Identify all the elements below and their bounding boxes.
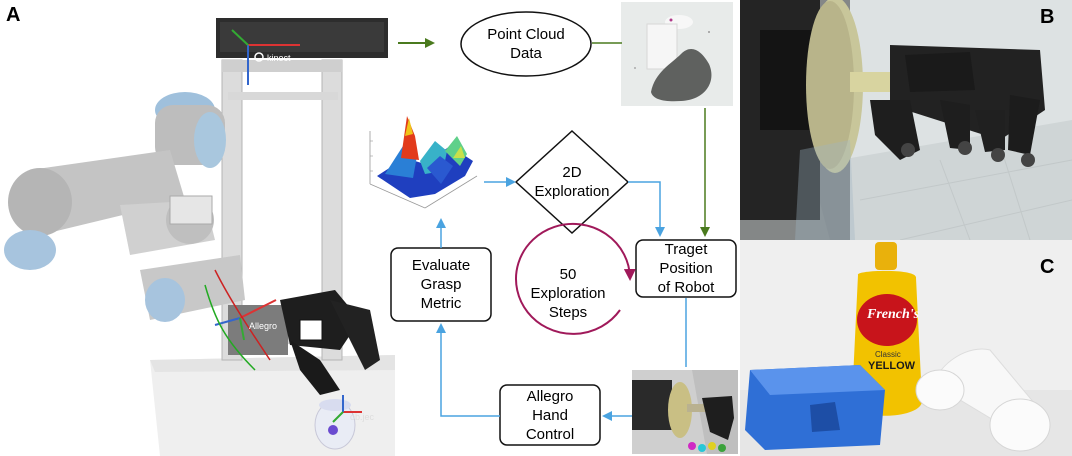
allegro-label: Allegro [249,321,278,331]
exploration-2d-line2: Exploration [534,183,610,200]
target-line3: of Robot [657,279,715,296]
mustard-line2-text: YELLOW [868,360,916,372]
hand-render-illustration [740,0,1072,240]
evaluate-line1: Evaluate [411,257,471,274]
target-line1: Traget [664,241,708,258]
panel-c-objects: French's Classic YELLOW [740,240,1072,456]
exploration-2d-label: 2D Exploration [516,163,628,201]
allegro-control-line2: Hand [532,407,568,424]
grasp-metric-surface-plot [365,106,483,216]
allegro-control-line1: Allegro [526,388,574,405]
objects-illustration [740,240,1072,456]
point-cloud-line2: Data [510,45,542,62]
evaluate-line3: Metric [420,295,462,312]
allegro-sim-image [632,370,738,454]
point-cloud-line1: Point Cloud [487,26,565,43]
exploration-steps-label: 50 Exploration Steps [518,265,618,322]
allegro-control-line3: Control [525,426,575,443]
steps-line3: Steps [548,304,588,321]
robot-arm-illustration [4,18,395,456]
point-cloud-render [621,2,733,106]
evaluate-metric-label: Evaluate Grasp Metric [391,256,491,313]
surface-plot-render [369,116,478,209]
kinect-label: kinect [267,53,291,63]
panel-letter-b: B [1040,6,1055,28]
allegro-control-label: Allegro Hand Control [500,387,600,444]
point-cloud-label: Point Cloud Data [461,25,591,63]
point-cloud-image [621,2,733,106]
mustard-brand-text: French's [867,307,920,322]
target-line2: Position [659,260,713,277]
target-position-label: Traget Position of Robot [636,240,736,297]
allegro-sim-render [632,370,738,454]
steps-line1: 50 [559,266,577,283]
robot-arm-photo: kinect Allegro ob.jec [0,0,395,456]
panel-letter-c: C [1040,256,1055,278]
panel-b-render [740,0,1072,240]
panel-letter-a: A [6,4,21,26]
evaluate-line2: Grasp [420,276,462,293]
exploration-2d-line1: 2D [562,164,582,181]
object-label: ob.jec [350,412,375,422]
arrow-control-to-evaluate [436,323,500,417]
mustard-line1-text: Classic [875,350,901,359]
arrow-exploration-to-target [628,181,665,237]
steps-line2: Exploration [530,285,606,302]
